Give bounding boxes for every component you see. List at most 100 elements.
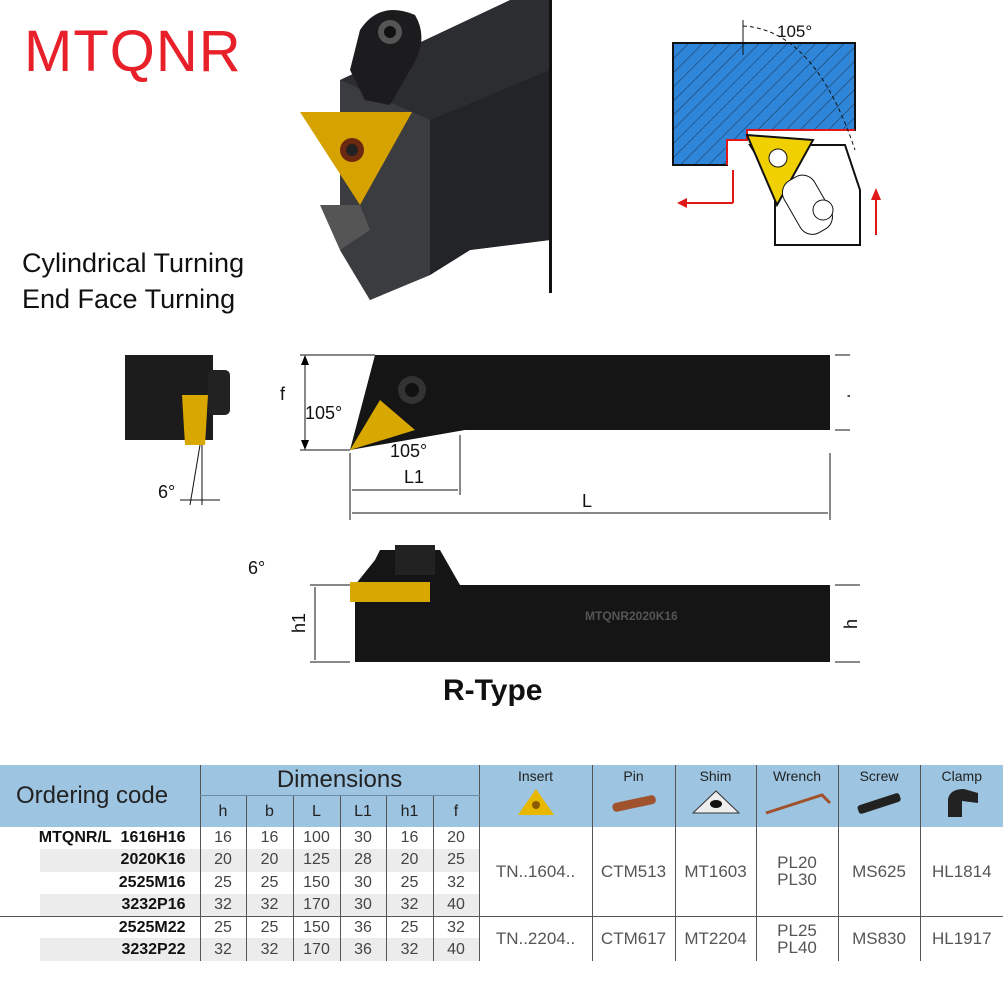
divider [549,0,552,293]
col-L1: L1 [339,795,386,827]
dim-b: 25 [245,871,293,894]
code-value: 1616H16 [120,829,186,847]
dim-b: 32 [245,893,293,917]
wrench-icon [765,793,832,815]
code-value: 2525M16 [118,873,186,891]
shim-header: Shim [674,765,757,827]
screw-header: Screw [837,765,921,827]
tool-holder-photo [300,0,550,300]
code-value: 3232P16 [121,895,186,913]
angle-label: 6° [248,558,265,578]
dim-b: 25 [245,915,293,939]
shim-value: MT2204 [674,915,757,961]
dim-h: 16 [199,827,246,850]
dim-L1: 30 [339,871,386,894]
dim-h1: 20 [385,849,433,872]
screw-value: MS830 [837,915,921,961]
dim-f: 32 [432,915,480,939]
dim-L1: 36 [339,938,386,961]
dimension-b: b [845,388,850,398]
insert-icon [517,789,554,815]
dimension-h1: h1 [289,613,309,633]
dim-h1: 32 [385,938,433,961]
pin-icon [611,795,656,812]
dim-h1: 32 [385,893,433,917]
dim-L: 150 [292,871,340,894]
top-view-drawing: f 105° 105° b L1 L [280,354,850,520]
shim-value: MT1603 [674,827,757,917]
ordering-table: Ordering code Dimensions Insert Pin Shim… [0,765,1003,961]
dimension-L: L [582,491,592,511]
col-h: h [199,795,246,827]
ordering-code: MTQNR/L 1616H16 [0,827,200,849]
angle-label: 105° [305,403,342,423]
clamp-value: HL1814 [919,827,1003,917]
dim-f: 40 [432,893,480,917]
code-value: 3232P22 [121,940,186,958]
dim-L: 170 [292,893,340,917]
caption-end-face: End Face Turning [22,284,236,314]
dimensions-header: Dimensions [199,765,480,796]
col-f: f [432,795,480,827]
dim-h: 25 [199,871,246,894]
dim-h1: 25 [385,915,433,939]
ordering-code-header: Ordering code [0,765,200,827]
screw-value: MS625 [837,827,921,917]
dim-L: 100 [292,827,340,850]
dim-L: 125 [292,849,340,872]
angle-label: 6° [158,482,175,502]
insert-value: TN..2204.. [478,915,593,961]
clamp-value: HL1917 [919,915,1003,961]
shim-icon [691,790,740,814]
dim-L: 170 [292,938,340,961]
clamp-icon [947,789,978,817]
dim-h1: 25 [385,871,433,894]
side-view-drawing: MTQNR2020K16 h1 6° h [248,545,860,663]
pin-header: Pin [591,765,676,827]
dim-L1: 30 [339,827,386,850]
dim-h: 25 [199,915,246,939]
ordering-code: 2525M16 [0,872,200,894]
dim-L1: 28 [339,849,386,872]
ordering-code: 3232P16 [0,893,200,917]
dim-f: 25 [432,849,480,872]
dim-f: 20 [432,827,480,850]
dim-f: 40 [432,938,480,961]
pin-value: CTM513 [591,827,676,917]
engraving: MTQNR2020K16 [585,609,678,623]
clamp-header: Clamp [919,765,1003,827]
code-prefix: MTQNR/L [38,829,112,847]
ordering-code: 2020K16 [0,849,200,872]
end-view-drawing: 6° [125,355,230,506]
dim-L1: 36 [339,915,386,939]
dim-h: 32 [199,893,246,917]
ordering-code: 2525M22 [0,915,200,939]
dim-h1: 16 [385,827,433,850]
dim-h: 20 [199,849,246,872]
insert-header: Insert [478,765,593,827]
dim-h: 32 [199,938,246,961]
dim-L1: 30 [339,893,386,917]
dim-f: 32 [432,871,480,894]
caption-cylindrical: Cylindrical Turning [22,248,245,278]
col-h1: h1 [385,795,433,827]
angle-label: 105° [390,441,427,461]
insert-value: TN..1604.. [478,827,593,917]
pin-value: CTM617 [591,915,676,961]
dim-L: 150 [292,915,340,939]
angle-label: 105° [777,22,812,41]
code-value: 2525M22 [118,918,186,936]
dim-b: 32 [245,938,293,961]
dimension-L1: L1 [404,467,424,487]
turning-diagram: 105° [672,20,881,246]
dimension-h: h [841,619,860,629]
dimension-f: f [280,384,286,404]
